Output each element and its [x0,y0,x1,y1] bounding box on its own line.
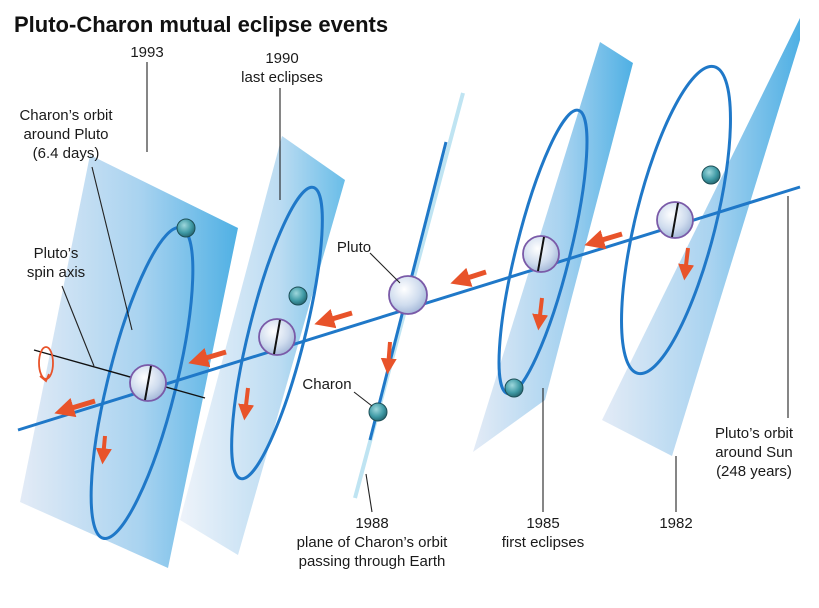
label-sun-orbit-2: around Sun [715,444,793,461]
plane-1982 [602,18,800,456]
label-sun-orbit-1: Pluto’s orbit [715,425,794,442]
label-1988: 1988 [355,515,388,532]
motion-arrow-icon [380,341,397,375]
motion-arrows [54,229,623,418]
charon-1990 [288,286,308,306]
charon-direction-arrows [95,247,695,465]
charon-1985 [504,378,524,398]
label-charon-orbit-3: (6.4 days) [33,145,100,162]
label-charon-orbit-1: Charon’s orbit [19,107,113,124]
charon-1988 [368,402,388,422]
label-pluto: Pluto [337,239,371,256]
label-1993: 1993 [130,44,163,61]
labels: 1993 1990 last eclipses Charon’s orbit a… [19,44,793,570]
motion-arrow-icon [532,297,549,331]
charon-orbit-1990 [230,185,324,481]
orbit-planes [20,18,800,568]
charon-1982 [701,165,721,185]
label-1985: 1985 [526,515,559,532]
pluto-1993 [129,364,167,402]
spin-axis [33,346,206,399]
motion-arrow-icon [450,267,487,287]
pluto-bodies [129,201,694,402]
label-plane-1: plane of Charon’s orbit [297,534,448,551]
pluto-1988 [388,275,428,315]
label-1990: 1990 [265,50,298,67]
label-last-eclipses: last eclipses [241,69,323,86]
leader-lines [61,62,789,513]
charon-orbit-1982 [620,64,732,376]
diagram-title: Pluto-Charon mutual eclipse events [14,12,388,37]
label-charon: Charon [302,376,351,393]
motion-arrow-icon [678,247,695,281]
pluto-1990 [258,318,296,356]
charon-1993 [176,218,196,238]
label-spin-axis-1: Pluto’s [34,245,79,262]
label-spin-axis-2: spin axis [27,264,85,281]
motion-arrow-icon [314,308,353,329]
label-plane-2: passing through Earth [299,553,446,570]
label-first-eclipses: first eclipses [502,534,585,551]
charon-bodies [176,165,721,422]
motion-arrow-icon [188,347,227,368]
pluto-1985 [522,235,560,273]
pluto-1982 [656,201,694,239]
motion-arrow-icon [95,435,112,465]
label-charon-orbit-2: around Pluto [23,126,108,143]
motion-arrow-icon [584,229,623,250]
motion-arrow-icon [238,387,255,421]
motion-arrow-icon [54,397,96,418]
label-sun-orbit-3: (248 years) [716,463,792,480]
label-1982: 1982 [659,515,692,532]
plane-1993 [20,155,238,568]
